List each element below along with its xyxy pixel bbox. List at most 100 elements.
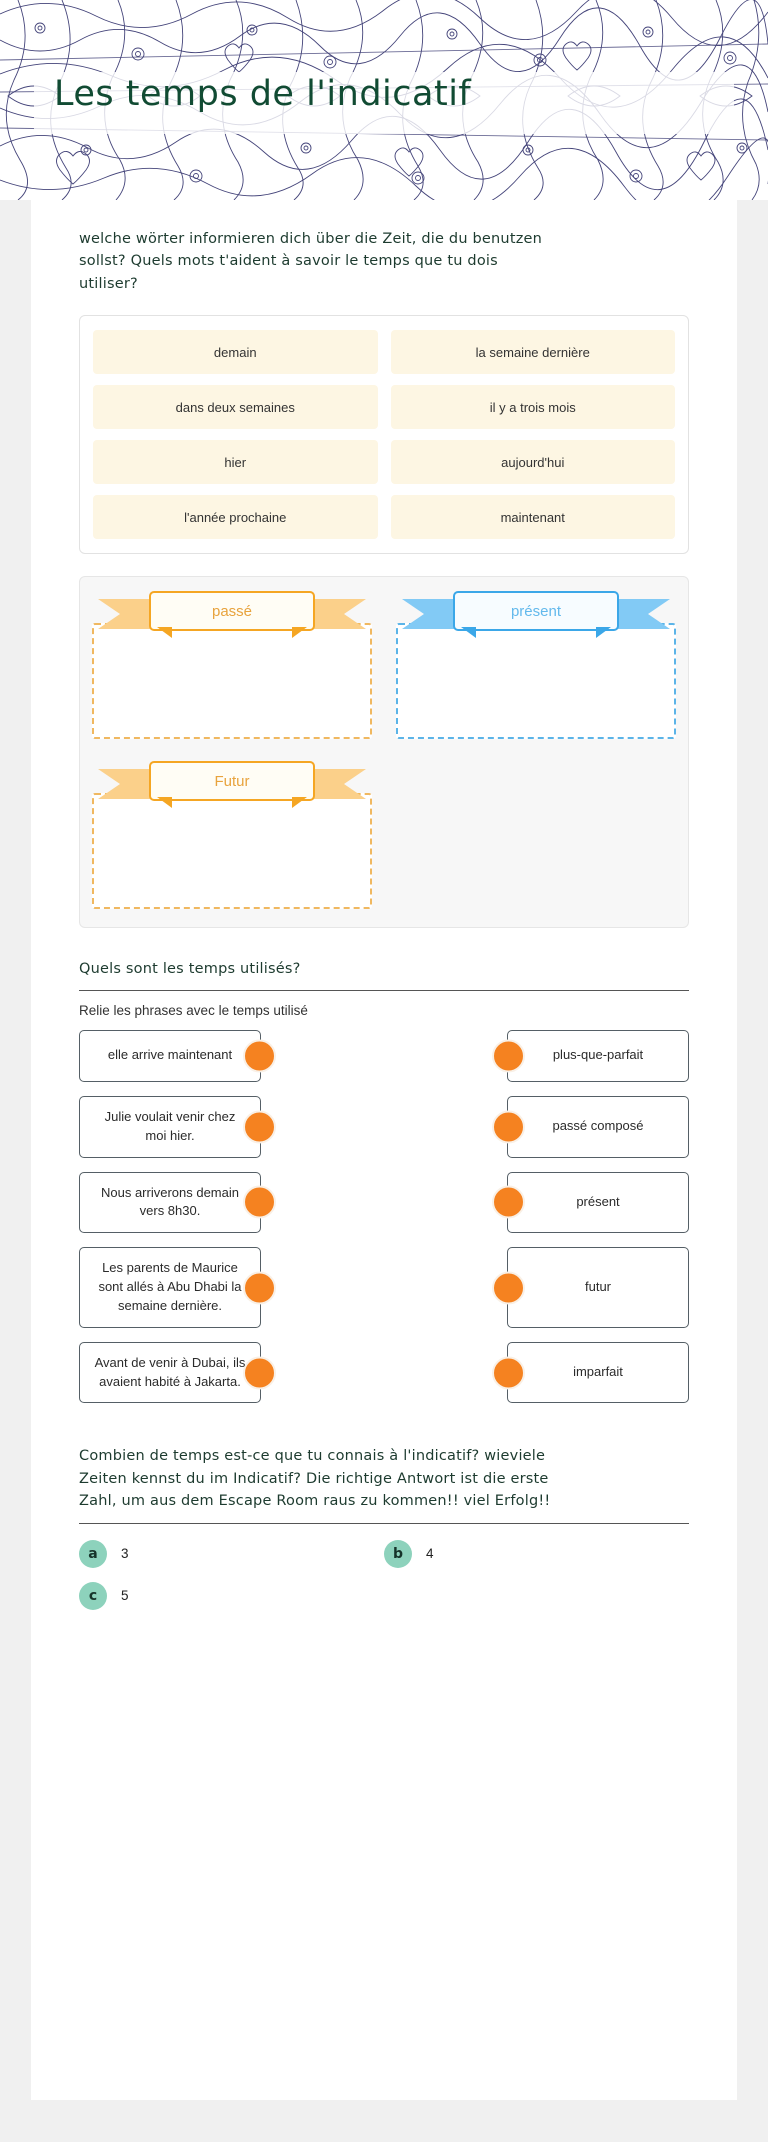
word-chip[interactable]: aujourd'hui <box>390 440 675 485</box>
ribbon-tab-right-icon <box>292 627 307 639</box>
word-chips-grid: demain la semaine dernière dans deux sem… <box>93 330 675 540</box>
tense-option-text: plus-que-parfait <box>552 1047 644 1063</box>
phrase-text: elle arrive maintenant <box>107 1047 233 1063</box>
ribbon-tab-right-icon <box>596 627 611 639</box>
final-divider <box>79 1522 689 1524</box>
tense-label-passe-text: passé <box>211 602 253 620</box>
tense-option-text: imparfait <box>573 1364 623 1380</box>
word-chip[interactable]: la semaine dernière <box>390 330 675 375</box>
phrase-text: Les parents de Maurice sont allés à Abu … <box>98 1260 242 1313</box>
final-question-prompt: Combien de temps est-ce que tu connais à… <box>79 1445 689 1512</box>
tense-sorting-panel: passé <box>79 576 689 929</box>
answer-badge: b <box>384 1539 412 1568</box>
tense-option-text: passé composé <box>552 1118 644 1134</box>
passe-ribbon-wrap: passé <box>88 591 376 639</box>
page-title: Les temps de l'indicatif <box>54 74 472 114</box>
answer-option-b[interactable]: b 4 <box>384 1539 689 1568</box>
intro-line-1: welche wörter informieren dich über die … <box>79 231 543 247</box>
ribbon-tab-left-icon <box>157 797 172 809</box>
phrase-text: Julie voulait venir chez moi hier. <box>104 1108 236 1143</box>
tense-row-bottom: Futur <box>80 761 688 910</box>
intro-line-2: sollst? Quels mots t'aident à savoir le … <box>79 253 498 270</box>
match-row: Avant de venir à Dubai, ils avaient habi… <box>79 1341 689 1404</box>
page-header: Les temps de l'indicatif <box>0 0 768 200</box>
tense-label-futur-text: Futur <box>214 772 250 790</box>
tense-zone-empty <box>384 761 688 909</box>
phrase-text: Nous arriverons demain vers 8h30. <box>100 1184 239 1219</box>
tense-option-box[interactable]: plus-que-parfait <box>492 1029 689 1082</box>
answer-text: 3 <box>121 1546 129 1562</box>
final-line-3: Zahl, um aus dem Escape Room raus zu kom… <box>79 1493 551 1510</box>
answer-text: 5 <box>121 1588 129 1604</box>
answer-option-c[interactable]: c 5 <box>79 1581 384 1610</box>
matching-heading: Quels sont les temps utilisés? <box>79 958 689 991</box>
ribbon-flag-left-icon <box>98 599 156 630</box>
match-row: Les parents de Maurice sont allés à Abu … <box>79 1247 689 1328</box>
match-row: elle arrive maintenant plus-que-parfait <box>79 1029 689 1082</box>
connector-dot[interactable] <box>243 1271 276 1305</box>
phrase-box[interactable]: Les parents de Maurice sont allés à Abu … <box>79 1247 276 1328</box>
connector-dot[interactable] <box>243 1356 276 1390</box>
answer-options: a 3 b 4 c 5 <box>79 1539 689 1610</box>
dropzone-passe[interactable] <box>92 623 372 740</box>
tense-label-present-text: présent <box>510 602 562 620</box>
intro-prompt: welche wörter informieren dich über die … <box>31 200 737 295</box>
connector-dot[interactable] <box>492 1039 525 1073</box>
ribbon-tab-left-icon <box>461 627 476 639</box>
phrase-box[interactable]: Nous arriverons demain vers 8h30. <box>79 1171 276 1234</box>
word-chip[interactable]: maintenant <box>390 495 675 540</box>
connector-dot[interactable] <box>492 1185 525 1219</box>
final-line-2: Zeiten kennst du im Indicatif? Die richt… <box>79 1470 549 1487</box>
phrase-box[interactable]: Avant de venir à Dubai, ils avaient habi… <box>79 1341 276 1404</box>
connector-dot[interactable] <box>243 1110 276 1144</box>
word-chip[interactable]: il y a trois mois <box>390 385 675 430</box>
connector-dot[interactable] <box>243 1185 276 1219</box>
present-ribbon-wrap: présent <box>392 591 680 639</box>
answer-option-a[interactable]: a 3 <box>79 1539 384 1568</box>
phrase-box[interactable]: Julie voulait venir chez moi hier. <box>79 1095 276 1158</box>
tense-option-box[interactable]: passé composé <box>492 1095 689 1158</box>
word-chip[interactable]: l'année prochaine <box>93 495 378 540</box>
match-row: Julie voulait venir chez moi hier. passé… <box>79 1095 689 1158</box>
ribbon-tab-left-icon <box>157 627 172 639</box>
worksheet-sheet: welche wörter informieren dich über die … <box>31 200 737 2100</box>
word-chip[interactable]: demain <box>93 330 378 375</box>
tense-option-box[interactable]: présent <box>492 1171 689 1234</box>
tense-option-text: présent <box>576 1193 620 1209</box>
answer-badge: a <box>79 1539 107 1568</box>
connector-dot[interactable] <box>492 1110 525 1144</box>
matching-instruction: Relie les phrases avec le temps utilisé <box>79 1002 308 1018</box>
tense-option-text: futur <box>584 1279 611 1295</box>
final-line-1: Combien de temps est-ce que tu connais à… <box>79 1448 546 1465</box>
answer-text: 4 <box>426 1546 434 1562</box>
ribbon-flag-right-icon <box>308 599 366 630</box>
matching-area: elle arrive maintenant plus-que-parfait … <box>79 1029 689 1404</box>
word-chip[interactable]: hier <box>93 440 378 485</box>
dropzone-present[interactable] <box>396 623 676 740</box>
tense-option-box[interactable]: futur <box>492 1247 689 1328</box>
match-row: Nous arriverons demain vers 8h30. présen… <box>79 1171 689 1234</box>
ribbon-flag-left-icon <box>98 769 156 800</box>
tense-zone-passe: passé <box>80 591 384 740</box>
phrase-box[interactable]: elle arrive maintenant <box>79 1029 276 1082</box>
connector-dot[interactable] <box>492 1271 525 1305</box>
dropzone-futur[interactable] <box>92 793 372 910</box>
tense-label-passe[interactable]: passé <box>149 591 315 639</box>
answer-badge: c <box>79 1581 107 1610</box>
tense-option-box[interactable]: imparfait <box>492 1341 689 1404</box>
ribbon-flag-left-icon <box>402 599 460 630</box>
tense-zone-present: présent <box>384 591 688 740</box>
tense-label-present[interactable]: présent <box>453 591 619 639</box>
phrase-text: Avant de venir à Dubai, ils avaient habi… <box>94 1354 246 1389</box>
intro-line-3: utiliser? <box>79 275 138 292</box>
word-chips-panel: demain la semaine dernière dans deux sem… <box>79 315 689 555</box>
ribbon-tab-right-icon <box>292 797 307 809</box>
ribbon-flag-right-icon <box>308 769 366 800</box>
title-backdrop <box>34 72 734 134</box>
word-chip[interactable]: dans deux semaines <box>93 385 378 430</box>
futur-ribbon-wrap: Futur <box>88 761 376 809</box>
connector-dot[interactable] <box>243 1039 276 1073</box>
ribbon-flag-right-icon <box>612 599 670 630</box>
tense-label-futur[interactable]: Futur <box>149 761 315 809</box>
connector-dot[interactable] <box>492 1356 525 1390</box>
